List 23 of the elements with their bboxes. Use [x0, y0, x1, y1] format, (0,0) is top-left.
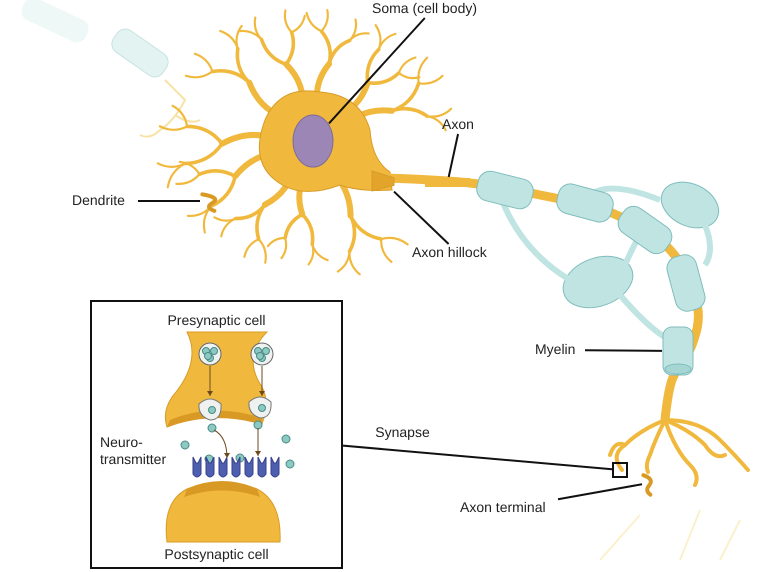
leader-line [448, 134, 460, 178]
myelin-sheath [662, 326, 694, 376]
synapse-marker-box [612, 462, 628, 478]
part-label: Myelin [535, 341, 585, 359]
part-label: Postsynaptic cell [163, 546, 270, 563]
edge-label: Synapse [373, 424, 432, 440]
part-label: Axon [442, 116, 478, 134]
part-label: Axon terminal [460, 499, 558, 517]
part-label: Presynaptic cell [166, 312, 267, 329]
nucleus [292, 114, 334, 168]
part-label: Axon hillock [412, 244, 504, 262]
part-label: Soma (cell body) [372, 0, 494, 18]
leader-line [138, 200, 200, 202]
axon-hillock-part [372, 170, 394, 192]
part-label: Dendrite [72, 192, 138, 210]
leader-line [584, 349, 662, 352]
leader-line [328, 17, 426, 124]
synapse-inset-panel [90, 300, 343, 569]
neuron-branch [642, 470, 656, 496]
leader-line [342, 444, 612, 470]
part-label: Neuro-transmitter [100, 434, 168, 468]
leader-line [393, 190, 450, 245]
leader-line [558, 483, 642, 500]
